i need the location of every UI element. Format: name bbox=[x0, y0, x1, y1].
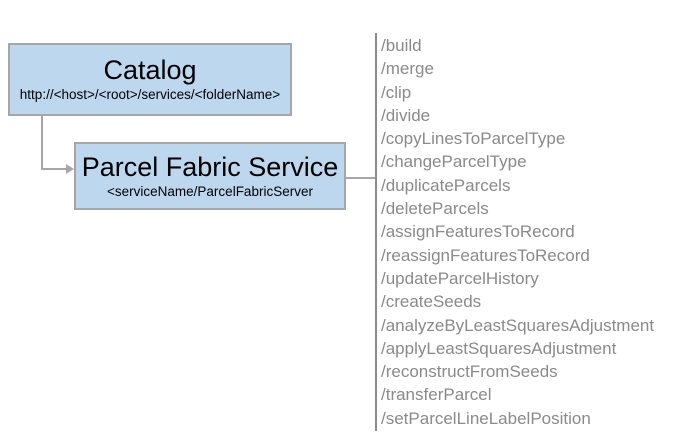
parcel-fabric-service-title: Parcel Fabric Service bbox=[81, 151, 339, 182]
endpoint-item: /changeParcelType bbox=[381, 152, 527, 172]
endpoint-item: /assignFeaturesToRecord bbox=[381, 222, 575, 242]
endpoint-item: /transferParcel bbox=[381, 385, 492, 405]
endpoint-item: /clip bbox=[381, 82, 412, 102]
arrowhead-icon bbox=[66, 164, 74, 174]
endpoint-item: /setParcelLineLabelPosition bbox=[381, 408, 591, 428]
catalog-url-template: http://<host>/<root>/services/<folderNam… bbox=[19, 87, 281, 103]
endpoint-item: /duplicateParcels bbox=[381, 175, 511, 195]
endpoint-list: /build/merge/clip/divide/copyLinesToParc… bbox=[381, 34, 686, 430]
connector-service-horizontal bbox=[346, 177, 375, 179]
endpoint-item: /merge bbox=[381, 59, 434, 79]
endpoint-item: /divide bbox=[381, 105, 431, 125]
catalog-node: Catalog http://<host>/<root>/services/<f… bbox=[8, 43, 292, 116]
endpoint-item: /createSeeds bbox=[381, 292, 482, 312]
connector-catalog-vertical bbox=[41, 116, 43, 170]
connector-catalog-horizontal bbox=[41, 168, 67, 170]
endpoint-item: /deleteParcels bbox=[381, 199, 489, 219]
parcel-fabric-service-node: Parcel Fabric Service <serviceName/Parce… bbox=[74, 142, 346, 210]
catalog-title: Catalog bbox=[103, 55, 197, 86]
parcel-fabric-service-url-template: <serviceName/ParcelFabricServer bbox=[107, 183, 313, 199]
endpoint-item: /applyLeastSquaresAdjustment bbox=[381, 338, 617, 358]
endpoint-list-divider bbox=[375, 33, 377, 431]
endpoint-item: /copyLinesToParcelType bbox=[381, 129, 566, 149]
endpoint-item: /updateParcelHistory bbox=[381, 268, 539, 288]
endpoint-item: /build bbox=[381, 36, 422, 55]
endpoint-item: /reassignFeaturesToRecord bbox=[381, 245, 590, 265]
endpoint-item: /analyzeByLeastSquaresAdjustment bbox=[381, 315, 655, 335]
endpoint-item: /reconstructFromSeeds bbox=[381, 362, 558, 382]
